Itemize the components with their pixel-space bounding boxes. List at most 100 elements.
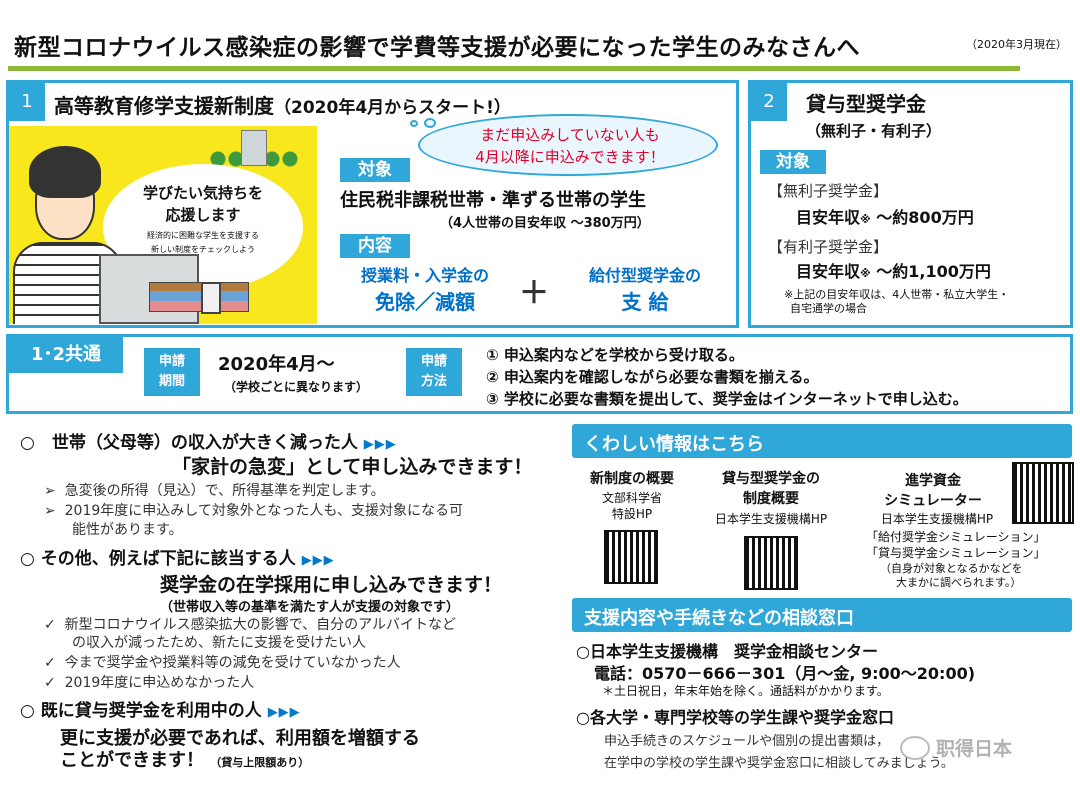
info-c1-title: 新制度の概要 bbox=[590, 471, 674, 487]
section2-target-tag: 対象 bbox=[760, 150, 826, 174]
p2-note: （世帯収入等の基準を満たす人が支援の対象です） bbox=[160, 600, 460, 615]
info-c1-org1: 文部科学省 bbox=[601, 491, 662, 505]
notice-cloud bbox=[418, 114, 718, 176]
p1-bullet1: ➢ 急変後の所得（見込）で、所得基準を判定します。 bbox=[44, 483, 385, 499]
p2-title: ○ その他、例えば下記に該当する人 ▶▶▶ bbox=[20, 544, 335, 569]
p1-sub: 「家計の急変」として申し込みできます！ bbox=[172, 456, 533, 478]
period-tag-line1: 申請 bbox=[158, 354, 185, 369]
arrow-icon: ▶▶▶ bbox=[363, 437, 397, 452]
section2-note2: 自宅通学の場合 bbox=[790, 302, 867, 315]
consult-phone-note: ＊土日祝日，年末年始を除く。通話料がかかります。 bbox=[602, 684, 889, 698]
cup-icon bbox=[201, 282, 221, 314]
method-tag-line2: 方法 bbox=[420, 374, 447, 389]
info-c3-note2: 大まかに調べられます。） bbox=[896, 576, 1022, 589]
books-icon bbox=[149, 282, 249, 312]
yu-mark: ※ bbox=[860, 267, 871, 280]
period-tag-line2: 期間 bbox=[158, 374, 185, 389]
consult-univ-l1: 申込手続きのスケジュールや個別の提出書類は， bbox=[604, 734, 890, 749]
info-c1-org2: 特設HP bbox=[611, 507, 653, 521]
cloud-puff-small bbox=[424, 118, 436, 128]
cloud-line1: まだ申込みしていない人も bbox=[480, 126, 660, 144]
mu-mark: ※ bbox=[860, 213, 871, 226]
section2-title: 貸与型奨学金 bbox=[806, 92, 926, 116]
content-left2: 免除／減額 bbox=[375, 290, 475, 314]
info-c3-title2: シミュレーター bbox=[884, 493, 982, 509]
info-c3-note1: （自身が対象となるかなどを bbox=[880, 562, 1023, 575]
section2-number: 2 bbox=[751, 83, 787, 121]
info-c3-sim1: 「給付奨学金シミュレーション」 bbox=[866, 530, 1046, 544]
yu-label: 【有利子奨学金】 bbox=[768, 238, 889, 256]
section1-target-tag: 対象 bbox=[340, 158, 410, 182]
watermark-text: 职得日本 bbox=[936, 738, 1013, 760]
p1-bullet2: ➢ 2019年度に申込みして対象外となった人も、支援対象になる可 bbox=[44, 503, 464, 519]
info-c2-org: 日本学生支援機構HP bbox=[714, 512, 828, 526]
mu-label: 【無利子奨学金】 bbox=[768, 182, 889, 200]
wechat-logo-icon bbox=[900, 736, 930, 760]
section2-subtitle: （無利子・有利子） bbox=[806, 122, 942, 140]
mu-income-label: 目安年収 bbox=[796, 208, 861, 227]
yu-income-value: ～約1,100万円 bbox=[876, 262, 991, 281]
p3-sub2-text: ことができます！ bbox=[60, 750, 204, 771]
p3-sub2: ことができます！ （貸与上限額あり） bbox=[60, 746, 309, 772]
page-title: 新型コロナウイルス感染症の影響で学費等支援が必要になった学生のみなさんへ bbox=[14, 35, 860, 61]
p1-bullet2-cont: 能性があります。 bbox=[72, 522, 183, 538]
mu-income-value: ～約800万円 bbox=[876, 208, 974, 227]
p1-title: ○ 世帯（父母等）の収入が大きく減った人 ▶▶▶ bbox=[20, 428, 397, 453]
illus-small1: 経済的に困難な学生を支援する bbox=[147, 231, 259, 240]
content-right2: 支 給 bbox=[621, 290, 669, 314]
p3-sub1: 更に支援が必要であれば、利用額を増額する bbox=[60, 728, 420, 749]
as-of-date: （2020年3月現在） bbox=[966, 38, 1067, 51]
p2-check1-text: 新型コロナウイルス感染拡大の影響で、自分のアルバイトなど bbox=[64, 617, 456, 633]
consult-header: 支援内容や手続きなどの相談窓口 bbox=[572, 598, 1072, 632]
qr-code-icon[interactable] bbox=[1012, 462, 1074, 524]
method-step-3: ③ 学校に必要な書類を提出して、奨学金はインターネットで申し込む。 bbox=[486, 390, 968, 408]
section1-content-tag: 内容 bbox=[340, 234, 410, 258]
arrow-icon: ▶▶▶ bbox=[267, 705, 301, 720]
p1-bullet1-text: 急変後の所得（見込）で、所得基準を判定します。 bbox=[64, 483, 385, 499]
header-divider bbox=[8, 66, 1020, 71]
period-note: （学校ごとに異なります） bbox=[224, 380, 369, 394]
p2-check2-text: 今まで奨学金や授業料等の減免を受けていなかった人 bbox=[64, 655, 401, 671]
info-c3-sim2: 「貸与奨学金シミュレーション」 bbox=[866, 546, 1046, 560]
illus-line2: 応援します bbox=[165, 206, 241, 224]
p2-check3: ✓ 2019年度に申込めなかった人 bbox=[44, 675, 255, 691]
period-value: 2020年4月～ bbox=[218, 354, 335, 375]
cloud-line2: 4月以降に申込みできます！ bbox=[475, 148, 665, 166]
method-step-2: ② 申込案内を確認しながら必要な書類を揃える。 bbox=[486, 368, 819, 386]
method-tag-line1: 申請 bbox=[420, 354, 447, 369]
consult-jasso: ○日本学生支援機構 奨学金相談センター bbox=[576, 642, 878, 661]
period-tag: 申請期間 bbox=[144, 348, 200, 396]
info-c3-org: 日本学生支援機構HP bbox=[880, 512, 994, 526]
section2-panel bbox=[748, 80, 1073, 328]
yu-income-label: 目安年収 bbox=[796, 262, 861, 281]
illus-small2: 新しい制度をチェックしよう bbox=[151, 245, 255, 254]
building-icon bbox=[241, 130, 267, 166]
info-c2-title2: 制度概要 bbox=[743, 491, 799, 507]
info-header: くわしい情報はこちら bbox=[572, 424, 1072, 458]
plus-sign: ＋ bbox=[519, 276, 549, 311]
info-c3-title1: 進学資金 bbox=[905, 473, 961, 489]
section1-title-text: 高等教育修学支援新制度 bbox=[54, 94, 274, 118]
student-hair bbox=[29, 146, 101, 198]
p2-sub: 奨学金の在学採用に申し込みできます！ bbox=[160, 574, 503, 596]
qr-code-icon[interactable] bbox=[604, 530, 658, 584]
p1-bullet2-text: 2019年度に申込みして対象外となった人も、支援対象になる可 bbox=[64, 503, 464, 519]
section1-target-note: （4人世帯の目安年収 ～380万円） bbox=[440, 216, 650, 231]
section2-note1: ※上記の目安年収は、4人世帯・私立大学生・ bbox=[784, 288, 1010, 301]
p2-check1: ✓ 新型コロナウイルス感染拡大の影響で、自分のアルバイトなど bbox=[44, 617, 456, 633]
p3-note: （貸与上限額あり） bbox=[210, 756, 310, 769]
section1-number: 1 bbox=[9, 83, 45, 121]
cloud-puff-tiny bbox=[410, 120, 418, 127]
illus-line1: 学びたい気持ちを bbox=[142, 184, 263, 202]
arrow-icon: ▶▶▶ bbox=[301, 553, 335, 568]
mu-income: 目安年収※ ～約800万円 bbox=[796, 204, 974, 228]
method-tag: 申請方法 bbox=[406, 348, 462, 396]
p1-title-text: ○ 世帯（父母等）の収入が大きく減った人 bbox=[20, 433, 358, 453]
p3-title: ○ 既に貸与奨学金を利用中の人 ▶▶▶ bbox=[20, 696, 301, 721]
section1-title-suffix: （2020年4月からスタート!） bbox=[274, 98, 511, 118]
method-step-1: ① 申込案内などを学校から受け取る。 bbox=[486, 346, 744, 364]
qr-code-icon[interactable] bbox=[744, 536, 798, 590]
p2-check2: ✓ 今まで奨学金や授業料等の減免を受けていなかった人 bbox=[44, 655, 401, 671]
info-c2-title1: 貸与型奨学金の bbox=[722, 471, 820, 487]
content-left1: 授業料・入学金の bbox=[360, 266, 489, 285]
